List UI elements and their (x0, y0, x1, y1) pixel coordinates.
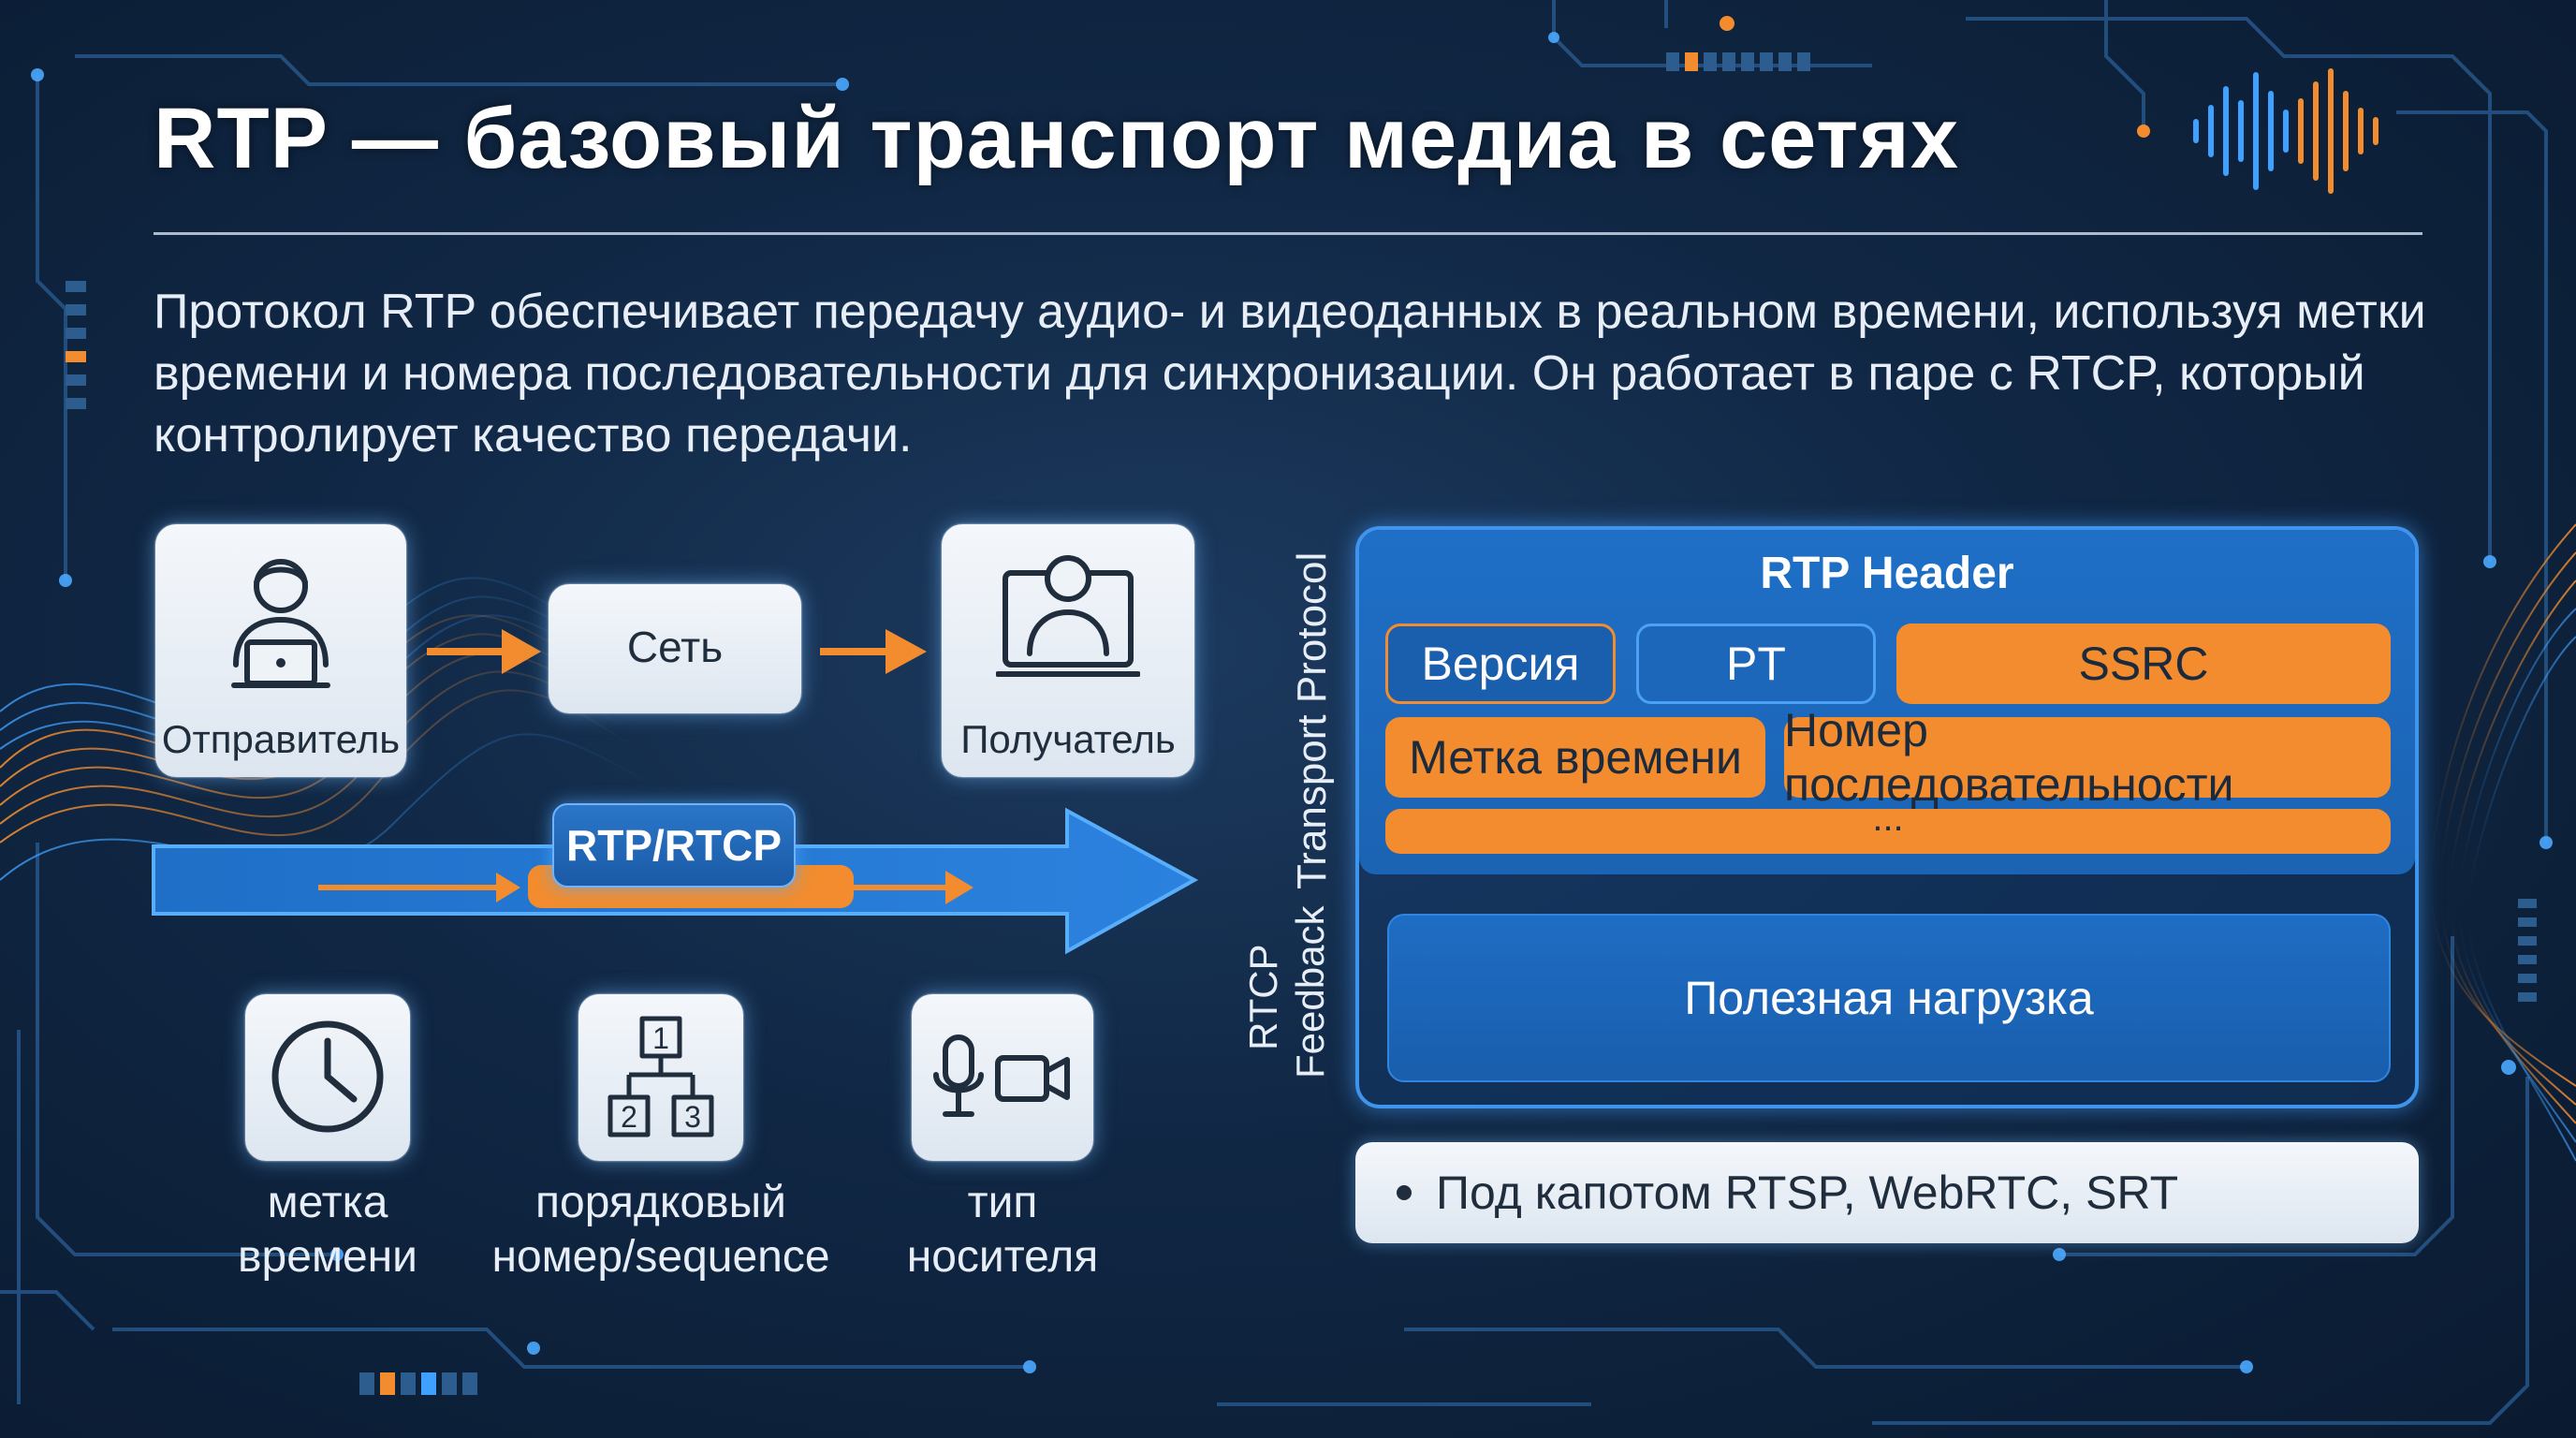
microphone-camera-icon (933, 1034, 1070, 1117)
payload-type-field: PT (1636, 624, 1876, 704)
sequence-number-3: 3 (684, 1100, 701, 1134)
user-monitor-icon (996, 555, 1140, 677)
media-type-caption-line1: тип (967, 1178, 1038, 1227)
transport-protocol-label: Transport Protocol (1289, 551, 1335, 889)
sequence-hierarchy-icon: 1 2 3 (607, 1016, 714, 1137)
more-fields-ellipsis: ... (1385, 800, 2391, 854)
clock-icon (271, 1020, 384, 1133)
rtp-header-title: RTP Header (1760, 549, 2014, 598)
media-type-caption-line2: носителя (906, 1232, 1099, 1282)
feedback-label: Feedback (1288, 905, 1332, 1078)
page-title: RTP — базовый транспорт медиа в сетях (154, 91, 1960, 186)
payload-block: Полезная нагрузка (1387, 914, 2391, 1082)
rtp-rtcp-badge: RTP/RTCP (552, 803, 796, 888)
sequence-caption-line2: номер/sequence (491, 1232, 830, 1282)
media-type-caption: тип носителя (853, 1176, 1152, 1284)
protocols-bullet-text: Под капотом RTSP, WebRTC, SRT (1436, 1167, 2179, 1219)
intro-text: Протокол RTP обеспечивает передачу аудио… (154, 285, 2426, 462)
sequence-number-2: 2 (621, 1100, 637, 1134)
bullet-dot (1397, 1185, 1412, 1200)
sequence-caption-line1: порядковый (535, 1178, 786, 1227)
protocols-bullet-box: Под капотом RTSP, WebRTC, SRT (1355, 1142, 2419, 1243)
timestamp-caption-line2: времени (238, 1232, 417, 1282)
timestamp-field: Метка времени (1385, 717, 1765, 798)
sender-label: Отправитель (161, 717, 401, 761)
sequence-caption: порядковый номер/sequence (474, 1176, 848, 1284)
network-card: Сеть (549, 584, 801, 713)
network-label: Сеть (626, 623, 724, 671)
sequence-number-1: 1 (652, 1021, 669, 1055)
user-laptop-icon (231, 559, 330, 688)
receiver-label: Получатель (960, 717, 1176, 761)
receiver-card: Получатель (942, 524, 1194, 777)
timestamp-caption-line1: метка (267, 1178, 388, 1227)
rtcp-label: RTCP (1241, 944, 1285, 1050)
sequence-number-field: Номер последовательности (1784, 704, 2391, 811)
sender-card: Отправитель (155, 524, 406, 777)
timestamp-feature-card (245, 994, 410, 1161)
media-type-feature-card (912, 994, 1093, 1161)
sequence-feature-card: 1 2 3 (578, 994, 743, 1161)
version-field: Версия (1385, 624, 1616, 704)
timestamp-caption: метка времени (178, 1176, 477, 1284)
ssrc-field: SSRC (1896, 624, 2391, 704)
arrow-to-network (502, 629, 541, 674)
arrow-to-receiver (886, 629, 927, 674)
title-divider (154, 232, 2422, 235)
